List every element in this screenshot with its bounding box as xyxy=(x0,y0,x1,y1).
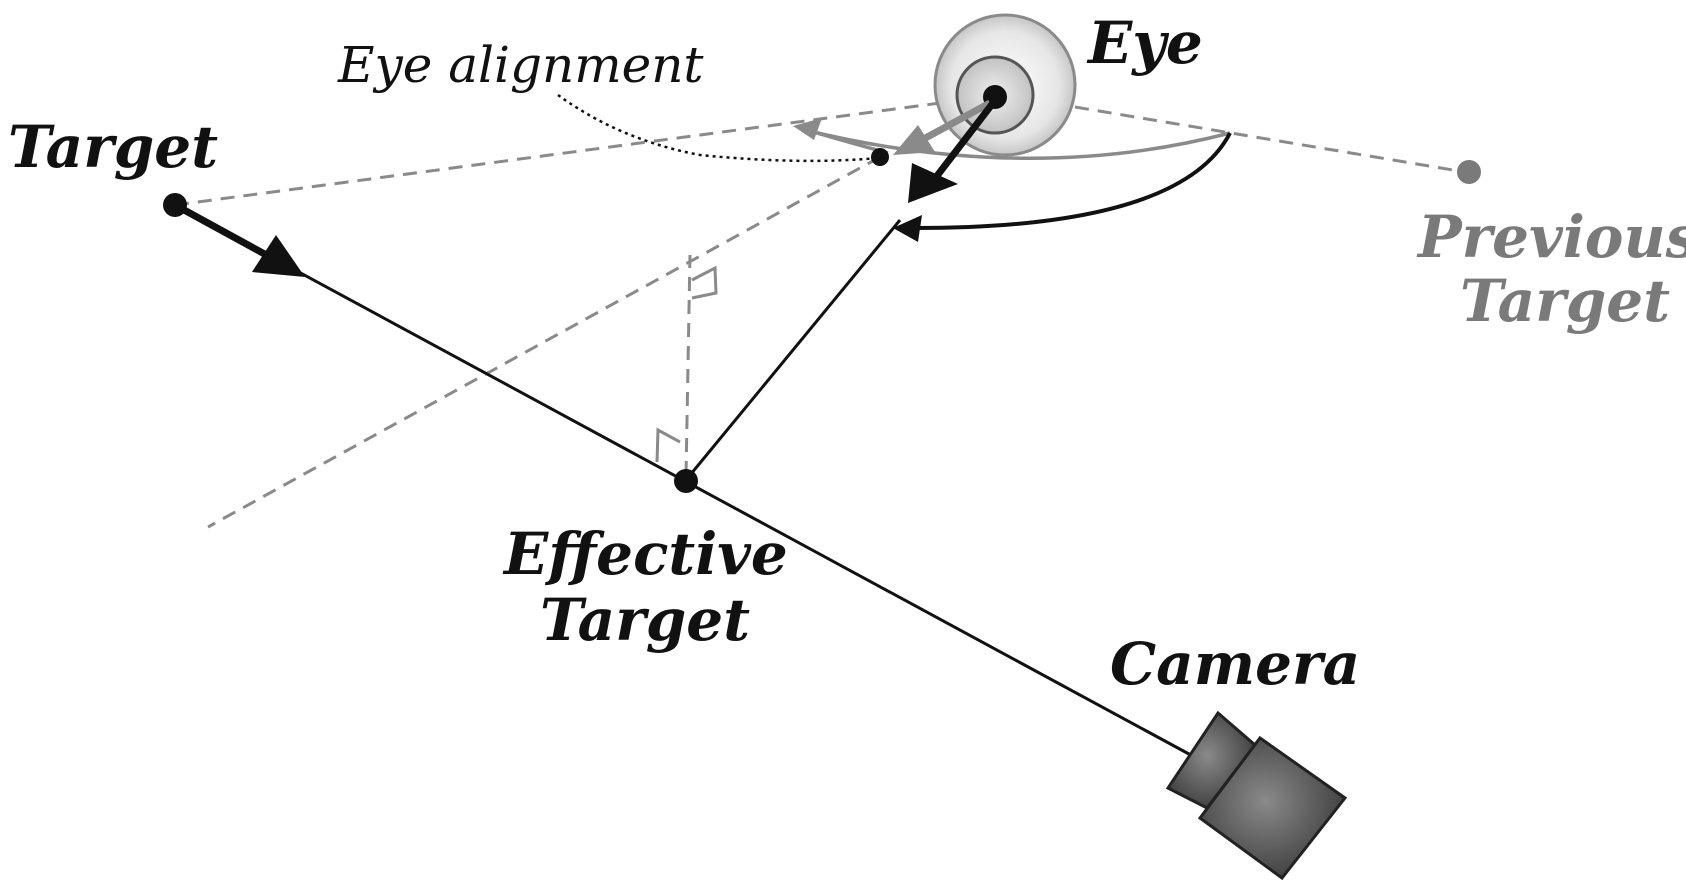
eye-alignment-label: Eye alignment xyxy=(338,36,704,94)
eye-label: Eye xyxy=(1088,9,1203,77)
target-direction-arrow-shaft xyxy=(173,201,272,261)
rotation-curved-arrow xyxy=(904,132,1232,231)
camera-icon xyxy=(1165,710,1348,880)
alignment-arc-gray xyxy=(804,128,1231,161)
alignment-arc-arrowhead xyxy=(793,118,822,140)
black-gaze-arrow-shaft xyxy=(927,100,996,188)
target-direction-arrowhead xyxy=(252,235,305,277)
target-point xyxy=(163,193,187,217)
target-label: Target xyxy=(8,113,218,181)
camera-body xyxy=(1197,735,1348,880)
effective-target-point xyxy=(674,469,698,493)
previous-target-label: Previous Target xyxy=(1418,208,1686,330)
target-to-eye-dashed-line xyxy=(174,101,941,207)
camera-label: Camera xyxy=(1110,630,1361,698)
gray-gaze-arrowhead xyxy=(893,125,935,155)
eye-icon xyxy=(933,13,1077,157)
previous-target-label-line1: Previous xyxy=(1418,203,1686,271)
alignment-point xyxy=(871,148,889,166)
right-angle-markers xyxy=(655,265,718,463)
alignment-projection-dashed-line xyxy=(207,155,881,529)
effective-target-label-line1: Effective xyxy=(504,520,788,588)
rotation-arrowhead xyxy=(893,215,922,242)
effective-target-to-eye-line xyxy=(684,219,902,481)
previous-target-point xyxy=(1457,160,1481,184)
perpendicular-dashed-line xyxy=(684,254,692,476)
black-gaze-arrowhead xyxy=(908,163,958,203)
eye-alignment-leader xyxy=(557,93,879,163)
sight-lines xyxy=(174,101,1466,529)
effective-target-label: Effective Target xyxy=(504,525,788,649)
previous-target-label-line2: Target xyxy=(1460,267,1670,335)
right-angle-marker-lower xyxy=(655,427,681,463)
gray-gaze-arrow-shaft xyxy=(916,99,992,146)
right-angle-marker-upper xyxy=(691,265,718,300)
effective-target-label-line2: Target xyxy=(540,586,750,654)
eye-to-previous-target-dashed-line xyxy=(1074,105,1466,174)
